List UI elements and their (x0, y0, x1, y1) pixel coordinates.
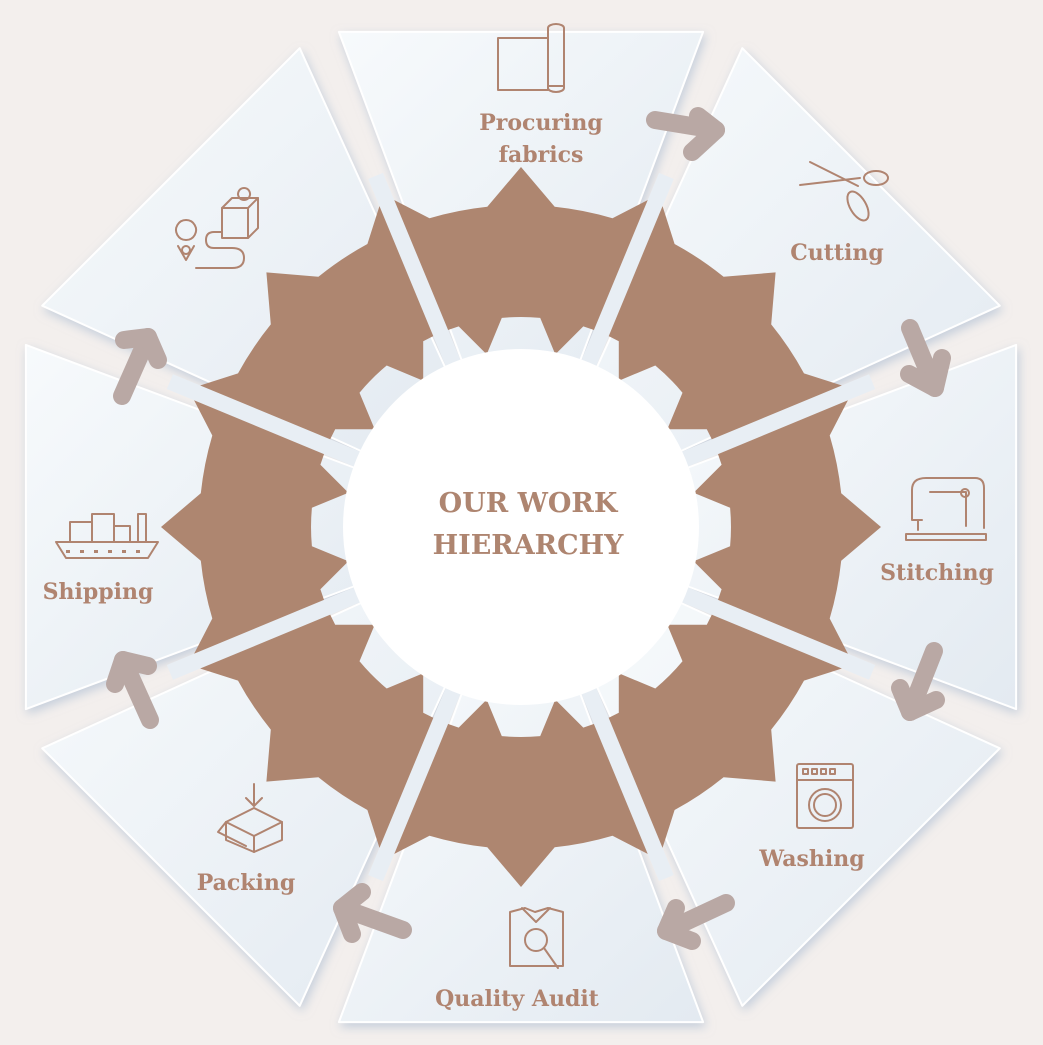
arrow-washing-to-quality (657, 894, 735, 950)
center-circle (343, 349, 699, 705)
packing-box-icon (217, 783, 283, 853)
arrow-stitching-to-washing (891, 642, 945, 721)
ring-gap (665, 374, 876, 474)
arrow-procuring-to-cutting (646, 107, 725, 161)
ring-gap (166, 580, 377, 680)
arrow-packing-to-shipping (106, 651, 159, 729)
ring-gap (166, 374, 377, 474)
center-title-line2: HIERARCHY (433, 530, 625, 561)
label-washing: Washing (758, 846, 864, 872)
ring-gap (574, 671, 674, 882)
washing-machine-icon (796, 763, 854, 829)
label-quality-audit: Quality Audit (435, 986, 600, 1012)
arrow-cutting-to-stitching (900, 319, 951, 397)
cargo-ship-icon (55, 513, 159, 559)
center-title-line1: OUR WORK (439, 488, 619, 519)
scissors-icon (799, 161, 889, 222)
ring-gap (368, 172, 468, 383)
label-procuring-line1: Procuring (479, 110, 603, 136)
flow-arrows (106, 107, 951, 950)
ring-gap (574, 172, 674, 383)
label-packing: Packing (197, 870, 296, 896)
sewing-machine-icon (905, 477, 987, 541)
ring-gap (665, 580, 876, 680)
gear-ring (161, 167, 881, 887)
label-stitching: Stitching (880, 560, 994, 586)
ring-gaps (166, 172, 876, 882)
label-procuring-line2: fabrics (499, 142, 584, 168)
fabric-roll-icon (497, 23, 565, 93)
arrow-shipping-to-delivery (113, 328, 167, 405)
delivery-route-icon (175, 187, 259, 269)
arrow-quality-to-packing (333, 883, 412, 943)
ring-gap (368, 671, 468, 882)
quality-inspection-icon (509, 907, 564, 969)
step-labels: Procuring fabrics Cutting Stitching Wash… (43, 110, 994, 1012)
label-cutting: Cutting (790, 240, 884, 266)
label-shipping: Shipping (43, 579, 154, 605)
